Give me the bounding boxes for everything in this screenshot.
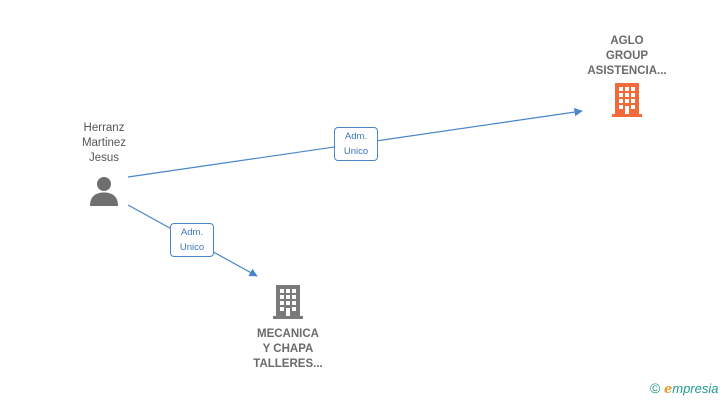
person-node[interactable]: Herranz Martinez Jesus (68, 121, 140, 212)
company-name-aglo: AGLO GROUP ASISTENCIA... (572, 34, 682, 79)
company-name-mecanica: MECANICA Y CHAPA TALLERES... (233, 327, 343, 372)
company-aglo-line-2: GROUP (605, 50, 649, 62)
edge-label-aglo[interactable]: Adm. Unico (334, 127, 378, 161)
edge-label-mecanica-line-2: Unico (179, 242, 205, 253)
company-mecanica-line-1: MECANICA (257, 328, 319, 340)
company-mecanica-line-3: TALLERES... (253, 358, 323, 370)
company-aglo-line-3: ASISTENCIA... (587, 65, 667, 77)
edge-label-aglo-line-2: Unico (343, 146, 369, 157)
company-node-mecanica[interactable]: MECANICA Y CHAPA TALLERES... (233, 284, 343, 372)
edge-label-aglo-line-1: Adm. (344, 131, 368, 142)
person-icon (90, 177, 118, 206)
person-name: Herranz Martinez Jesus (68, 121, 140, 166)
copyright-symbol: © (650, 380, 661, 396)
person-name-line-2: Martinez (81, 137, 127, 149)
brand-watermark: © empresia (650, 380, 718, 397)
brand-logo-text: mpresia (672, 381, 719, 396)
building-icon (273, 285, 303, 319)
edge-label-mecanica[interactable]: Adm. Unico (170, 223, 214, 257)
person-name-line-1: Herranz (83, 122, 125, 134)
building-icon (612, 83, 642, 117)
company-node-aglo[interactable]: AGLO GROUP ASISTENCIA... (572, 34, 682, 123)
person-name-line-3: Jesus (88, 152, 120, 164)
company-mecanica-line-2: Y CHAPA (262, 343, 314, 355)
company-aglo-line-1: AGLO (610, 35, 644, 47)
brand-logo-initial: e (663, 382, 673, 397)
edge-label-mecanica-line-1: Adm. (180, 227, 204, 238)
